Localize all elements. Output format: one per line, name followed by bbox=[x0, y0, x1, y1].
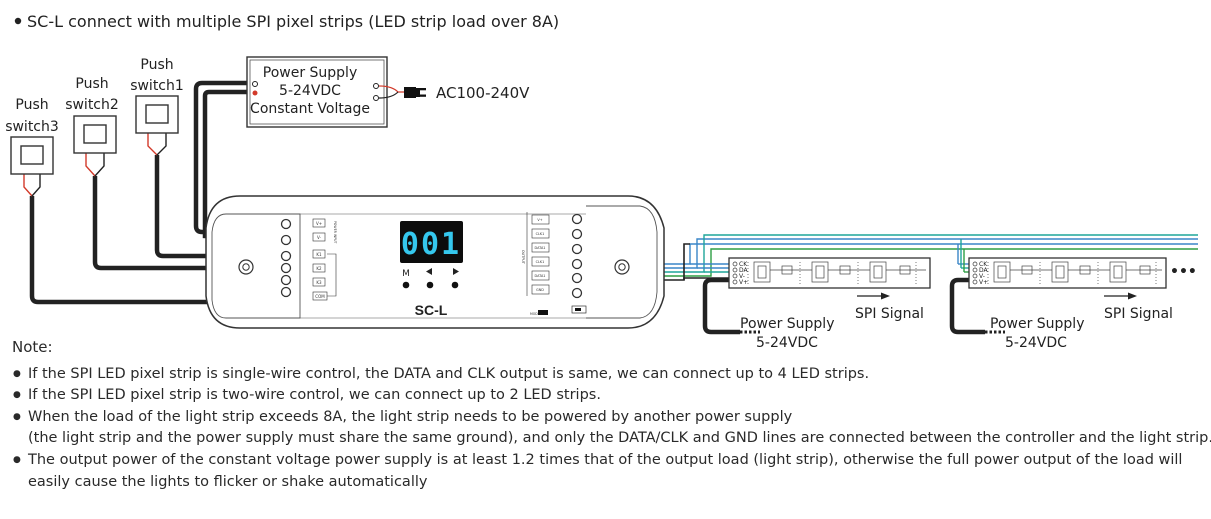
left-arrow-icon bbox=[426, 268, 432, 275]
led-display: 001 bbox=[400, 221, 463, 263]
svg-text:GND: GND bbox=[536, 288, 544, 292]
psu-line2: 5-24VDC bbox=[279, 83, 341, 99]
svg-text:V+: V+ bbox=[537, 218, 542, 222]
display-digits: 001 bbox=[401, 227, 461, 262]
svg-text:V+: V+ bbox=[316, 221, 322, 226]
svg-text:CK: CK bbox=[739, 261, 748, 268]
diagram-title: SC-L connect with multiple SPI pixel str… bbox=[27, 12, 559, 31]
svg-text:V-: V- bbox=[739, 273, 745, 280]
switch3-wire bbox=[29, 196, 284, 305]
svg-text:MODE: MODE bbox=[530, 312, 540, 316]
output-labels: OUTPUT V+ CLK1 DATA1 CLK1 DATA1 GND MODE bbox=[521, 212, 587, 316]
psu-to-controller-wire bbox=[193, 80, 282, 235]
strip2-signal-arrow-icon bbox=[1104, 292, 1137, 300]
svg-text:CLK1: CLK1 bbox=[536, 260, 545, 264]
output-terminal-block bbox=[571, 213, 583, 299]
svg-text:V-: V- bbox=[979, 273, 985, 280]
input-terminal-block bbox=[280, 218, 292, 298]
strip2-psu-wire bbox=[949, 277, 985, 335]
strip2-signal-label: SPI Signal bbox=[1104, 306, 1173, 322]
svg-text:POWER INPUT: POWER INPUT bbox=[333, 221, 337, 243]
button-left[interactable] bbox=[426, 281, 434, 289]
svg-text:K2: K2 bbox=[316, 266, 322, 271]
psu-to-controller-wire-2 bbox=[202, 89, 283, 243]
notes-heading: Note: bbox=[12, 338, 53, 356]
svg-text:Push: Push bbox=[140, 57, 173, 73]
led-strip-1: CK DA V- V+ bbox=[728, 257, 931, 289]
svg-text:COM: COM bbox=[315, 294, 325, 299]
switch-leads bbox=[23, 133, 167, 197]
svg-text:switch2: switch2 bbox=[65, 97, 119, 113]
strip2-psu-label-2: 5-24VDC bbox=[1005, 335, 1067, 351]
note-item: When the load of the light strip exceeds… bbox=[12, 407, 1211, 450]
notes-section: Note: If the SPI LED pixel strip is sing… bbox=[12, 337, 1211, 494]
svg-text:DA: DA bbox=[739, 267, 749, 274]
svg-text:V+: V+ bbox=[739, 279, 748, 286]
svg-text:DA: DA bbox=[979, 267, 989, 274]
strip1-signal-label: SPI Signal bbox=[855, 306, 924, 322]
push-switch-3: Push switch3 bbox=[5, 97, 59, 175]
svg-text:Push: Push bbox=[15, 97, 48, 113]
svg-text:switch1: switch1 bbox=[130, 78, 184, 94]
title-bullet bbox=[14, 17, 22, 25]
svg-text:switch3: switch3 bbox=[5, 119, 59, 135]
input-labels: V+ V- POWER INPUT K1 K2 K3 COM bbox=[312, 218, 337, 301]
note-item: If the SPI LED pixel strip is two-wire c… bbox=[12, 385, 1207, 407]
strip1-psu-label-2: 5-24VDC bbox=[756, 335, 818, 351]
switch2-wire bbox=[92, 176, 282, 271]
svg-text:OUTPUT: OUTPUT bbox=[521, 250, 525, 265]
svg-text:DATA1: DATA1 bbox=[535, 246, 546, 250]
notes-list: If the SPI LED pixel strip is single-wir… bbox=[12, 364, 1211, 494]
note-item: If the SPI LED pixel strip is single-wir… bbox=[12, 364, 1207, 386]
strip2-psu-label-1: Power Supply bbox=[990, 316, 1085, 332]
svg-text:K3: K3 bbox=[316, 280, 322, 285]
led-strip-2: CK DA V- V+ bbox=[968, 257, 1167, 289]
psu-line1: Power Supply bbox=[263, 65, 358, 81]
button-m-label: M bbox=[402, 269, 410, 279]
power-supply: Power Supply 5-24VDC Constant Voltage bbox=[246, 56, 388, 128]
switch1-wire bbox=[154, 155, 282, 259]
svg-text:Push: Push bbox=[75, 76, 108, 92]
note-continuation: (the light strip and the power supply mu… bbox=[28, 430, 1211, 447]
ac-label: AC100-240V bbox=[436, 84, 530, 102]
controller-name: SC-L bbox=[415, 302, 448, 318]
strip1-signal-arrow-icon bbox=[857, 292, 890, 300]
svg-text:V+: V+ bbox=[979, 279, 988, 286]
strip1-psu-wire bbox=[702, 277, 740, 335]
note-item: The output power of the constant voltage… bbox=[12, 450, 1207, 493]
psu-line3: Constant Voltage bbox=[250, 101, 370, 117]
svg-text:CLK1: CLK1 bbox=[536, 232, 545, 236]
svg-text:K1: K1 bbox=[316, 252, 322, 257]
push-switch-1: Push switch1 bbox=[130, 57, 184, 134]
push-switch-2: Push switch2 bbox=[65, 76, 119, 154]
note-continuation: easily cause the lights to flicker or sh… bbox=[28, 473, 428, 490]
button-right[interactable] bbox=[451, 281, 459, 289]
button-m[interactable] bbox=[402, 281, 410, 289]
right-arrow-icon bbox=[453, 268, 459, 275]
strip1-psu-label-1: Power Supply bbox=[740, 316, 835, 332]
svg-text:V-: V- bbox=[317, 235, 322, 240]
svg-text:DATA1: DATA1 bbox=[535, 274, 546, 278]
more-strips-indicator: ••• bbox=[1170, 264, 1197, 280]
ac-wire-2 bbox=[378, 91, 399, 99]
svg-text:CK: CK bbox=[979, 261, 988, 268]
ac-plug-icon bbox=[404, 87, 426, 98]
